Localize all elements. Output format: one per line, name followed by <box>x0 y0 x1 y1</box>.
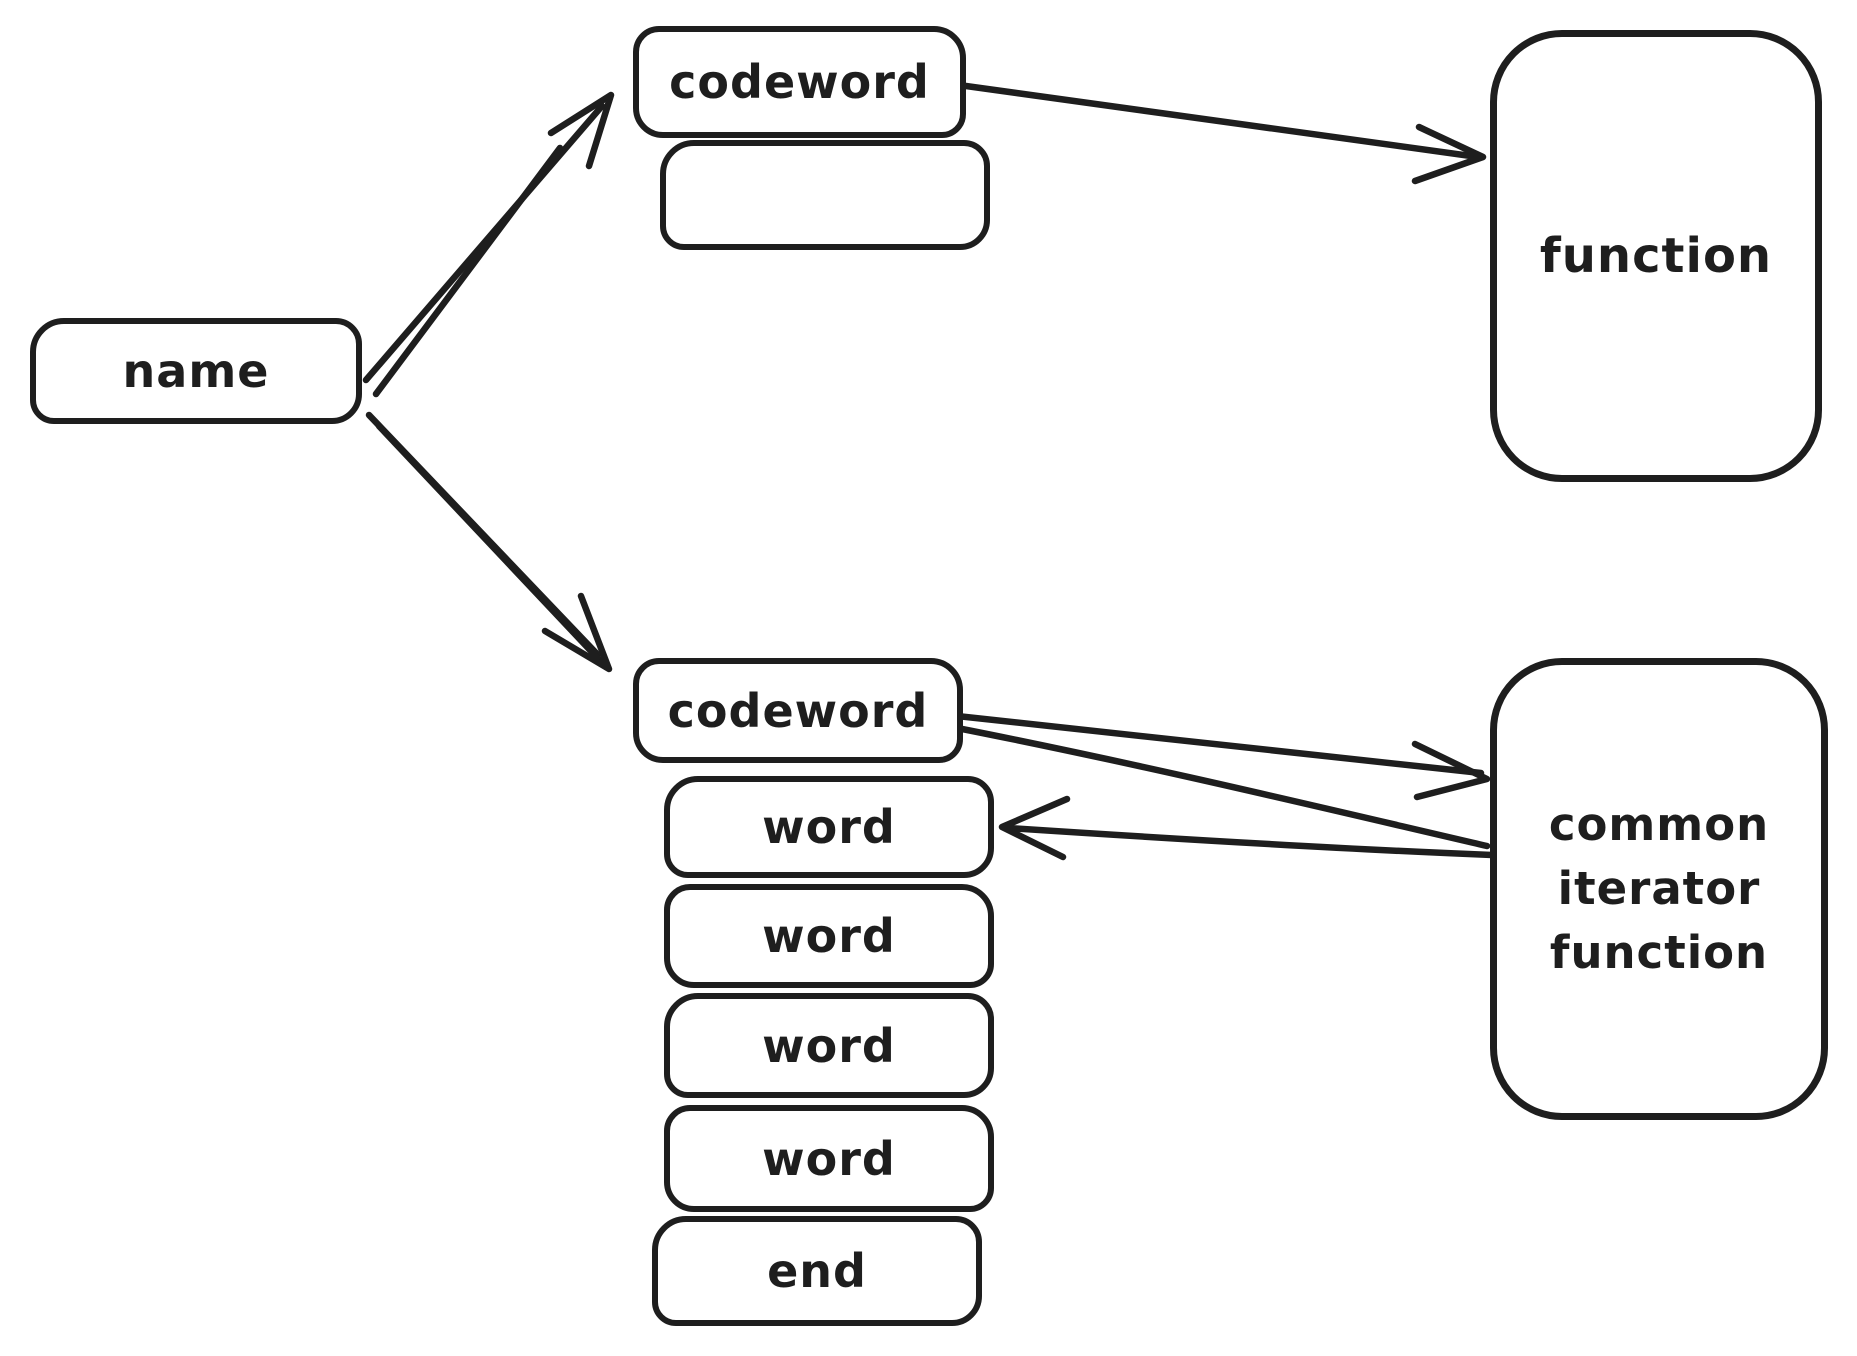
arrow-shaft <box>962 82 1482 161</box>
node-end[interactable]: end <box>652 1216 982 1326</box>
node-function[interactable]: function <box>1490 30 1822 482</box>
arrow-shaft <box>1004 824 1496 859</box>
arrow-shaft-overdraw <box>375 422 610 671</box>
node-codeword-top-label: codeword <box>669 55 930 109</box>
node-word-2[interactable]: word <box>664 884 994 988</box>
node-name[interactable]: name <box>30 318 362 424</box>
node-empty-slot[interactable] <box>660 140 990 250</box>
node-function-label: function <box>1539 228 1773 284</box>
arrow-iterator-to-word[interactable] <box>998 795 1496 861</box>
node-word-1-label: word <box>762 800 896 854</box>
node-codeword-bottom-label: codeword <box>667 683 929 738</box>
arrowhead <box>998 795 1071 861</box>
arrow-shaft <box>362 102 606 384</box>
iterator-line-2: iterator <box>1557 862 1761 916</box>
arrowhead <box>1411 740 1491 801</box>
node-name-label: name <box>122 344 270 398</box>
node-common-iterator-function-label: common iterator function <box>1549 793 1769 985</box>
arrowhead <box>1411 123 1487 185</box>
iterator-line-1: common <box>1548 798 1770 852</box>
node-word-3-label: word <box>762 1018 896 1073</box>
arrow-codeword-to-iterator[interactable] <box>953 712 1491 850</box>
node-common-iterator-function[interactable]: common iterator function <box>1490 658 1828 1120</box>
node-codeword-bottom[interactable]: codeword <box>633 658 963 763</box>
node-word-2-label: word <box>762 909 896 963</box>
node-word-4-label: word <box>762 1131 896 1186</box>
node-word-4[interactable]: word <box>664 1105 994 1212</box>
node-word-3[interactable]: word <box>664 993 994 1098</box>
arrow-shaft-lower <box>953 724 1491 850</box>
arrow-shaft <box>953 712 1485 777</box>
iterator-line-3: function <box>1549 925 1769 979</box>
arrow-codeword-to-function[interactable] <box>962 82 1487 185</box>
arrowhead <box>547 91 615 170</box>
arrow-name-to-codeword-bottom[interactable] <box>365 411 613 673</box>
arrow-name-to-codeword-top[interactable] <box>362 91 615 398</box>
node-codeword-top[interactable]: codeword <box>633 26 966 138</box>
node-word-1[interactable]: word <box>664 776 994 878</box>
arrow-shaft-overdraw <box>372 144 564 398</box>
node-end-label: end <box>767 1244 867 1298</box>
arrowhead <box>541 592 613 673</box>
